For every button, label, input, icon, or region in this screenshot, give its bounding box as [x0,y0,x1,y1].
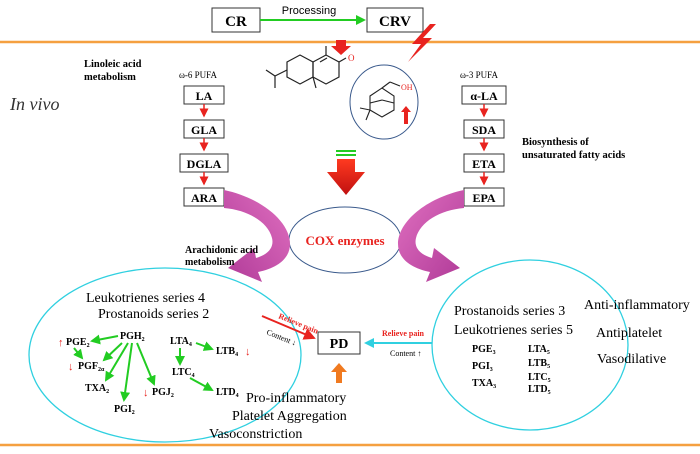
ltc5: LTC5 [528,372,551,384]
left-title-1: Leukotrienes series 4 [86,291,205,306]
gla-label: GLA [191,123,217,137]
pd-label: PD [330,337,349,352]
pd-content-right: Content ↑ [390,349,421,358]
leukotriene-arrows [175,341,214,391]
molecule-myrtenol [359,81,401,121]
crv-label: CRV [379,14,411,30]
pge3: PGE3 [472,344,496,356]
pgf2a: PGF2α [78,361,105,373]
big-down-arrow [327,159,365,195]
pd-box [317,331,361,355]
sda-label: SDA [472,123,496,137]
ltb4: LTB4 [216,346,238,358]
pgi2: PGI2 [114,404,135,416]
pge2: PGE2 [66,337,90,349]
effect-platelet-aggregation: Platelet Aggregation [232,409,347,424]
right-title-1: Prostanoids series 3 [454,304,565,319]
eta-label: ETA [472,157,496,171]
txa2: TXA2 [85,383,109,395]
cr-label: CR [225,14,247,30]
omega3-chain: α-LA SDA ETA EPA [461,85,507,207]
epa-label: EPA [472,191,495,205]
molecule-ellipse [349,64,419,140]
intake-arrow [331,40,351,55]
ltb4-down: ↓ [245,346,251,358]
prostanoid-arrows [73,334,156,402]
pgi3: PGI3 [472,361,493,373]
pge2-up: ↑ [58,337,64,349]
omega3-label: ω-3 PUFA [460,70,499,80]
arachidonic-label-1: Arachidonic acid [185,245,258,256]
ala-label: α-LA [470,89,498,103]
left-circle [28,267,302,443]
ltd5: LTD5 [528,384,551,396]
linoleic-label-2: metabolism [84,72,136,83]
pgj2: PGJ2 [152,387,174,399]
omega6-chain: LA GLA DGLA ARA [179,85,229,207]
pd-relieve-right: Relieve pain [382,329,425,338]
effect-anti-inflammatory: Anti-inflammatory [584,298,690,313]
pd-up-arrow [331,363,347,383]
biosynth-label-2: unsaturated fatty acids [522,150,625,161]
lightning-icon [408,24,436,62]
ltd4: LTD4 [216,387,239,399]
green-bar-2 [336,154,356,156]
la-label: LA [196,89,213,103]
left-title-2: Prostanoids series 2 [98,307,209,322]
pd-left-arrow [261,315,316,340]
right-circle [431,259,629,431]
crv-box [366,7,424,33]
arachidonic-label-2: metabolism [185,257,235,268]
left-curved-arrow [224,190,290,282]
lta5: LTA5 [528,344,550,356]
txa3: TXA3 [472,378,496,390]
green-bar-1 [336,150,356,152]
right-curved-arrow [398,190,464,282]
increase-arrow [401,106,411,124]
ketone-o: O [348,53,355,63]
molecule-oh: OH [401,83,413,92]
cox-label: COX enzymes [305,233,384,248]
in-vivo-label: In vivo [9,94,59,114]
ltc4: LTC4 [172,367,195,379]
processing-label: Processing [282,5,336,17]
biosynth-label-1: Biosynthesis of [522,137,589,148]
ltb5: LTB5 [528,358,550,370]
pgj2-down: ↓ [143,387,149,399]
right-title-2: Leukotrienes series 5 [454,323,573,338]
dgla-label: DGLA [187,157,222,171]
linoleic-label-1: Linoleic acid [84,59,142,70]
effect-antiplatelet: Antiplatelet [596,326,662,341]
pgf2a-down: ↓ [68,361,74,373]
ara-label: ARA [191,191,217,205]
effect-vasodilative: Vasodilative [597,352,666,367]
effect-pro-inflammatory: Pro-inflammatory [246,391,346,406]
omega6-label: ω-6 PUFA [179,70,218,80]
molecule-ketone [265,46,347,89]
pgh2: PGH2 [120,331,145,343]
effect-vasoconstriction: Vasoconstriction [209,427,302,442]
lta4: LTA4 [170,336,192,348]
